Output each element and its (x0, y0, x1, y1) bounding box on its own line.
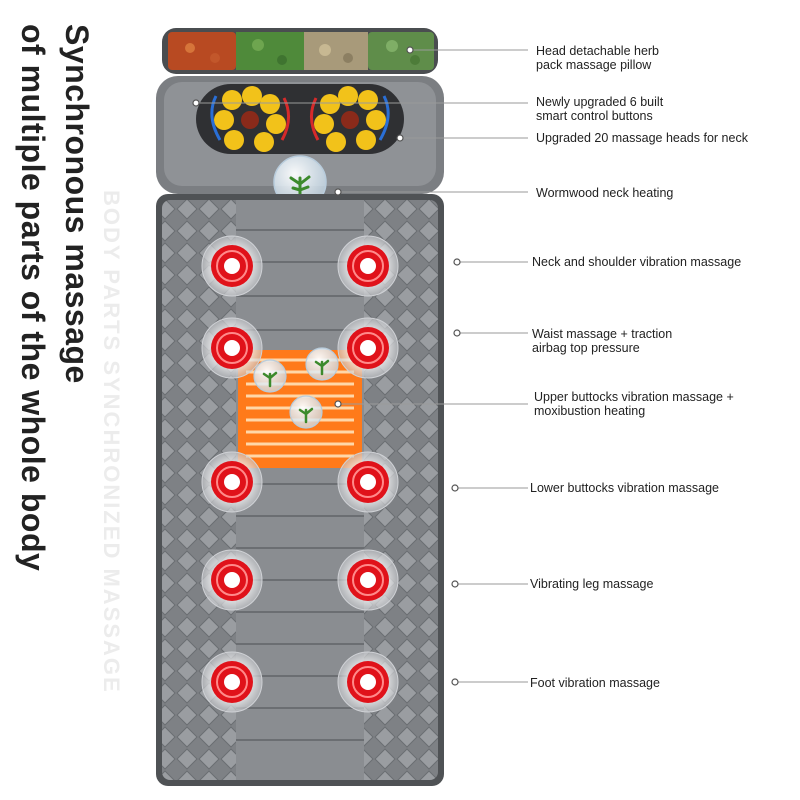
neck-pillow (156, 76, 444, 209)
watermark-text: BODY PARTS SYNCHRONIZED MASSAGE (99, 190, 124, 694)
vibration-node-icon (337, 317, 399, 379)
vibration-node-icon (337, 651, 399, 713)
vibration-node-icon (337, 451, 399, 513)
vibration-node-icon (201, 651, 263, 713)
callout-text: Foot vibration massage (530, 676, 660, 690)
leader-dots (192, 46, 461, 686)
callout-control-buttons: Newly upgraded 6 built smart control but… (536, 95, 663, 123)
herb-pillow-roll (162, 28, 438, 74)
neck-massage-heads-right (314, 86, 386, 152)
callout-text: pack massage pillow (536, 58, 652, 72)
callout-upper-buttocks: Upper buttocks vibration massage + moxib… (534, 390, 734, 418)
callout-leg: Vibrating leg massage (530, 577, 653, 591)
body-mat (156, 194, 444, 786)
callout-neck-heads: Upgraded 20 massage heads for neck (536, 131, 748, 145)
callout-text: moxibustion heating (534, 404, 646, 418)
callout-text: Lower buttocks vibration massage (530, 481, 719, 495)
callout-text: Neck and shoulder vibration massage (532, 255, 742, 269)
moxibustion-heating-pad (238, 347, 362, 468)
vibration-node-icon (201, 549, 263, 611)
vibration-node-icon (201, 235, 263, 297)
leader-lines (194, 49, 528, 683)
headline: Synchronous massage of multiple parts of… (14, 24, 114, 571)
callout-lower-buttocks: Lower buttocks vibration massage (530, 481, 719, 495)
vibration-node-icon (201, 451, 263, 513)
neck-massage-heads-left (214, 86, 286, 152)
callout-wormwood: Wormwood neck heating (536, 186, 673, 200)
vibration-node-icon (337, 235, 399, 297)
callout-text: Wormwood neck heating (536, 186, 674, 200)
callout-waist: Waist massage + traction airbag top pres… (532, 327, 672, 355)
vibration-node-icon (201, 317, 263, 379)
callout-neck-shoulder: Neck and shoulder vibration massage (532, 255, 741, 269)
callout-text: Upper buttocks vibration massage + (534, 390, 734, 404)
callout-text: Newly upgraded 6 built (536, 95, 664, 109)
callout-text: Upgraded 20 massage heads for neck (536, 131, 748, 145)
callout-text: Vibrating leg massage (530, 577, 654, 591)
callout-pillow: Head detachable herb pack massage pillow (536, 44, 659, 72)
callout-text: Head detachable herb (536, 44, 660, 58)
vibration-nodes (201, 235, 399, 713)
callout-text: smart control buttons (536, 109, 653, 123)
callout-foot: Foot vibration massage (530, 676, 660, 690)
headline-line-2: of multiple parts of the whole body (15, 24, 51, 572)
vibration-node-icon (337, 549, 399, 611)
headline-line-1: Synchronous massage (59, 24, 95, 384)
callout-text: airbag top pressure (532, 341, 640, 355)
callout-text: Waist massage + traction (532, 327, 673, 341)
